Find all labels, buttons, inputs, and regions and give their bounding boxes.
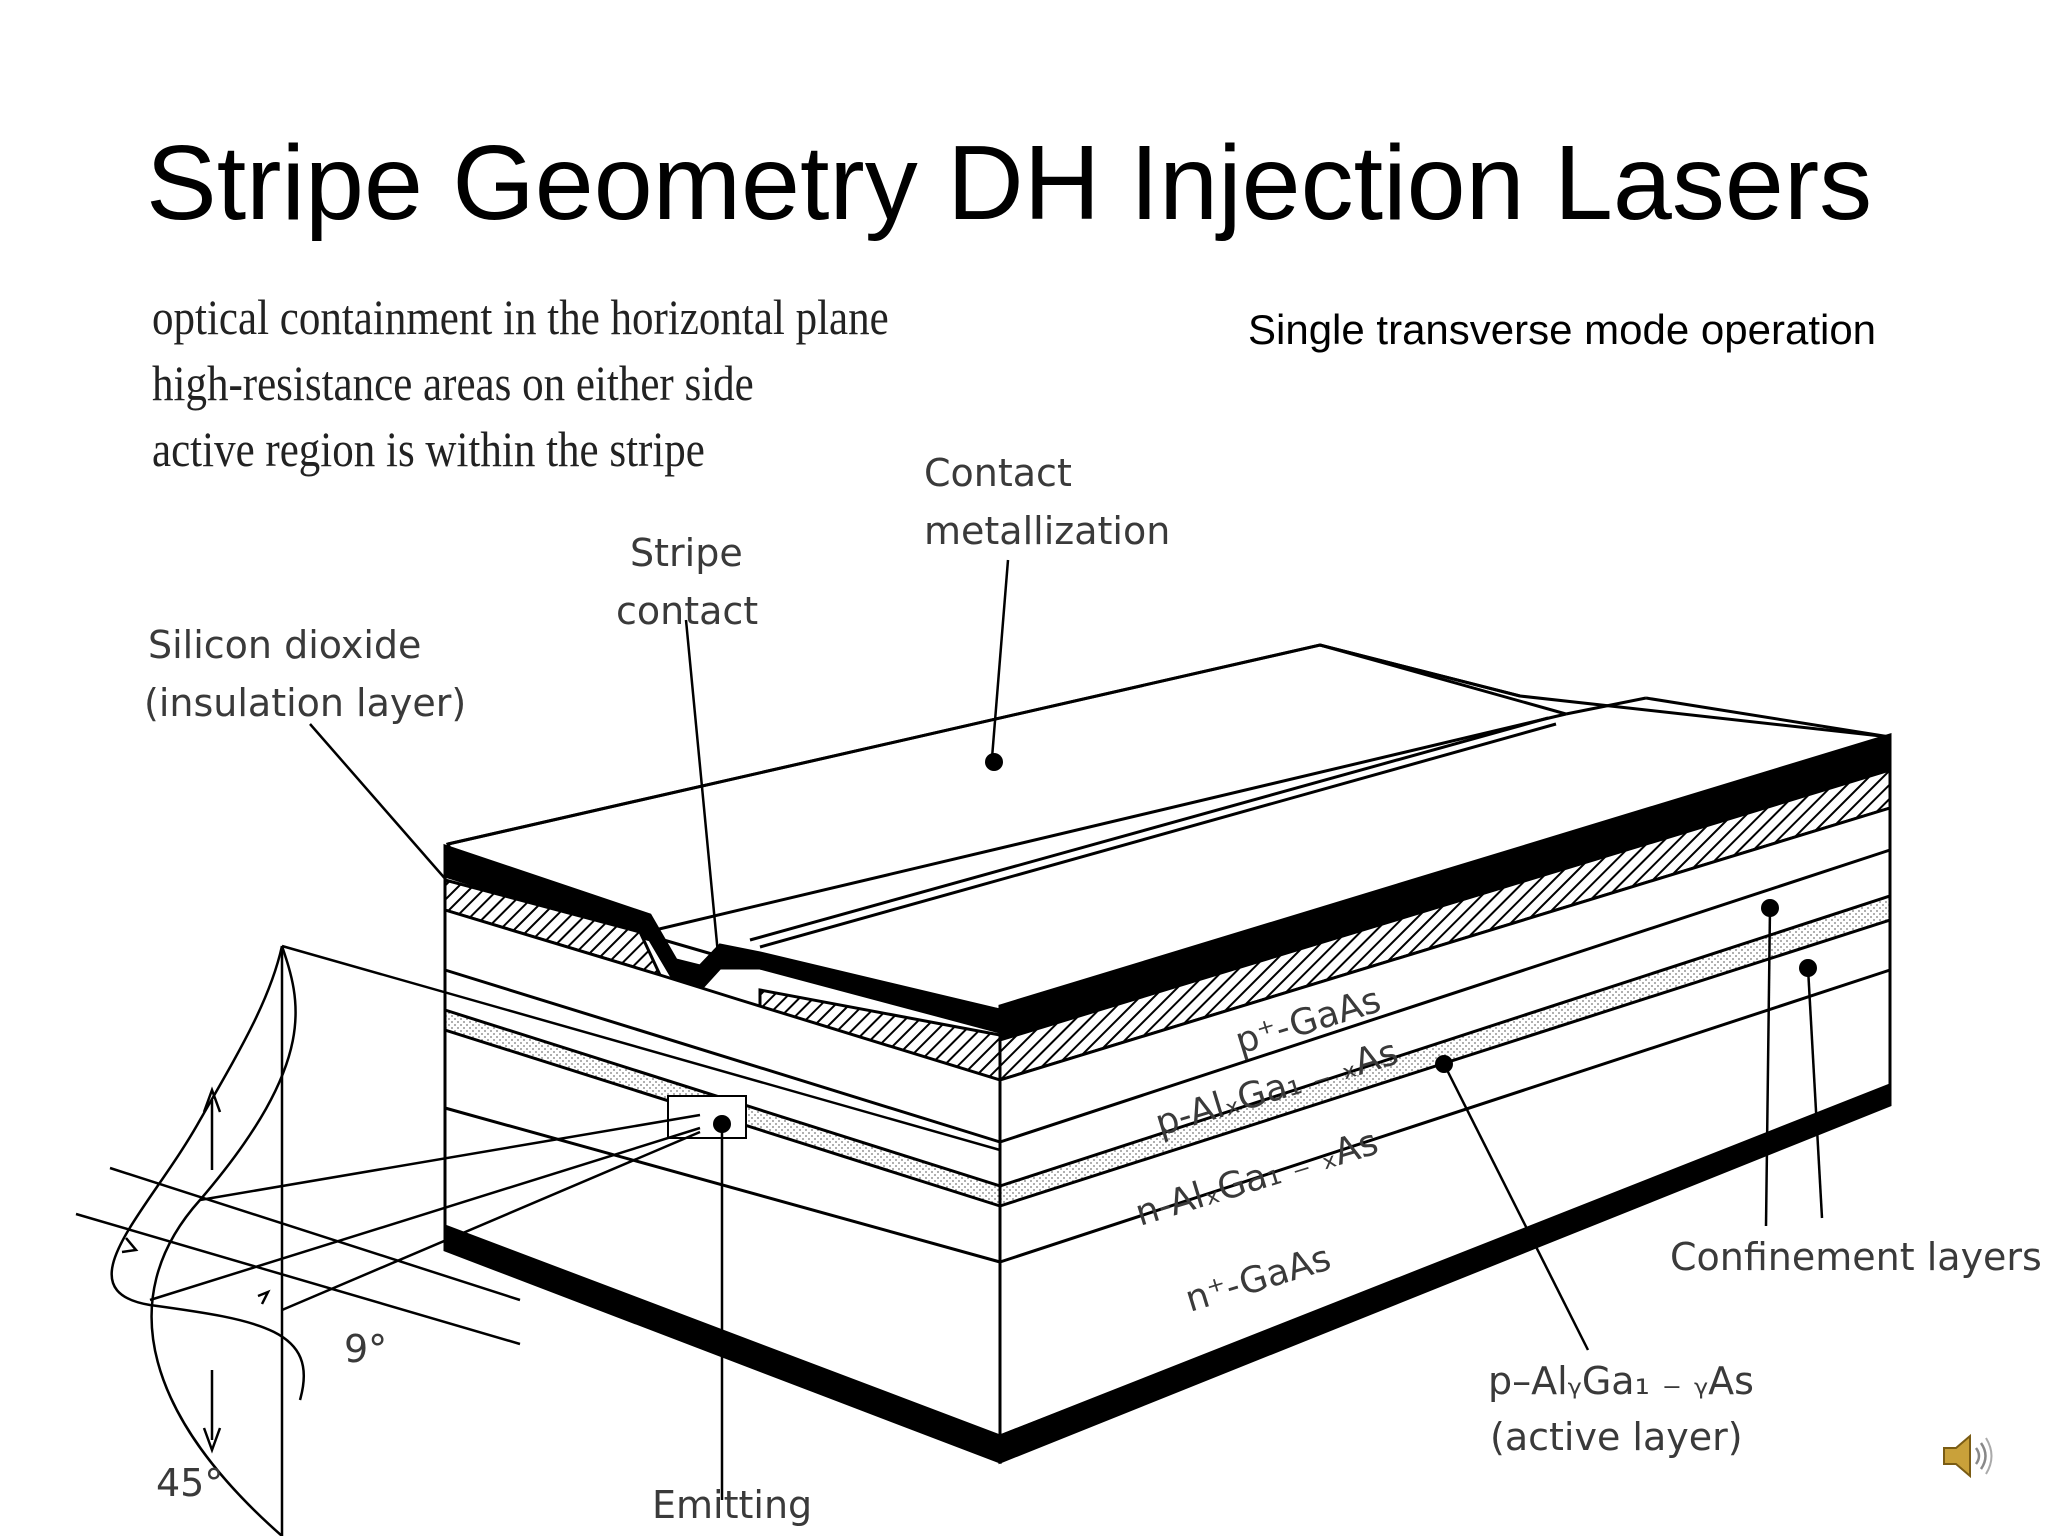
- beam-lines: [75, 944, 1001, 1536]
- label-silicon-dioxide: Silicon dioxide: [148, 623, 421, 667]
- leader-dots: [711, 753, 1817, 1133]
- speaker-icon[interactable]: [1936, 1426, 1996, 1486]
- label-stripe-contact: contact: [616, 589, 758, 633]
- leader-lines: [309, 559, 1824, 1500]
- label-insulation-layer: (insulation layer): [144, 681, 466, 725]
- label-angle-9: 9°: [344, 1327, 387, 1371]
- label-active-layer-formula: p–AlᵧGa₁ ₋ ᵧAs: [1488, 1359, 1754, 1403]
- emitting-region: [667, 1095, 747, 1139]
- label-metallization: metallization: [924, 509, 1170, 553]
- label-contact: Contact: [924, 451, 1072, 495]
- bullet-item: active region is within the stripe: [152, 421, 705, 477]
- label-emitting: Emitting: [652, 1483, 812, 1527]
- bullet-item: optical containment in the horizontal pl…: [152, 289, 889, 345]
- slide-title: Stripe Geometry DH Injection Lasers: [146, 124, 1873, 242]
- mode-note: Single transverse mode operation: [1248, 306, 1877, 353]
- label-stripe: Stripe: [630, 531, 743, 575]
- label-confinement-layers: Confinement layers: [1670, 1235, 2042, 1279]
- bullet-item: high-resistance areas on either side: [152, 355, 754, 411]
- label-angle-45: 45°: [156, 1461, 223, 1505]
- label-active-layer: (active layer): [1490, 1415, 1743, 1459]
- side-face: [998, 732, 1892, 1465]
- bullet-list: optical containment in the horizontal pl…: [152, 284, 889, 482]
